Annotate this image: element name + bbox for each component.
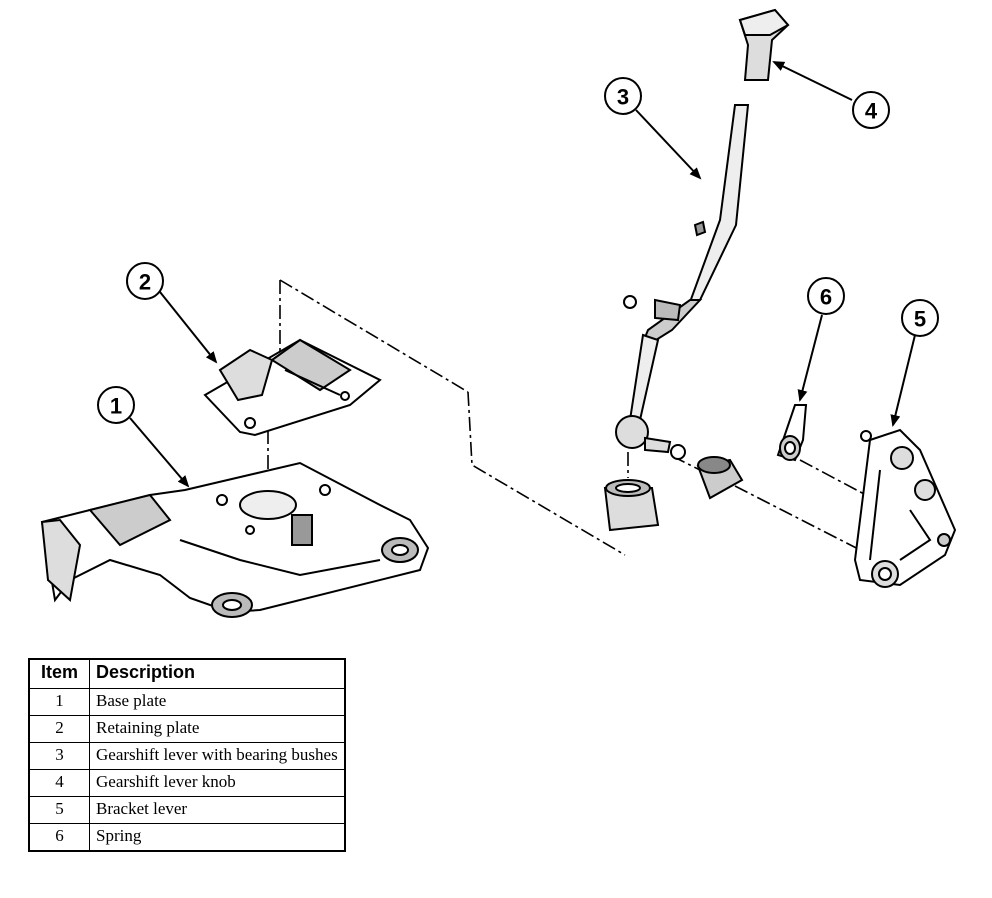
legend-item-description: Gearshift lever knob <box>89 769 346 797</box>
assembly-centerlines <box>267 279 871 556</box>
legend-item-description: Retaining plate <box>89 715 346 743</box>
legend-row: 4 Gearshift lever knob <box>28 769 346 797</box>
spring-part <box>776 404 808 462</box>
legend-row: 3 Gearshift lever with bearing bushes <box>28 742 346 770</box>
callout-circles <box>97 77 939 424</box>
bracket-lever-part <box>853 428 957 588</box>
legend-row: 5 Bracket lever <box>28 796 346 824</box>
callout-circle-2 <box>126 262 164 300</box>
callout-circle-5 <box>901 299 939 337</box>
legend-header-description: Description <box>89 658 346 689</box>
parts-legend-table: Item Description 1 Base plate 2 Retainin… <box>28 658 346 852</box>
legend-item-description: Gearshift lever with bearing bushes <box>89 742 346 770</box>
callout-circle-3 <box>604 77 642 115</box>
legend-item-description: Bracket lever <box>89 796 346 824</box>
base-plate-part <box>40 461 430 618</box>
legend-row: 1 Base plate <box>28 688 346 716</box>
legend-item-description: Spring <box>89 823 346 852</box>
callout-number-2: 2 <box>139 270 151 295</box>
callout-number-6: 6 <box>820 285 832 310</box>
legend-item-number: 1 <box>28 688 90 716</box>
callout-number-4: 4 <box>865 99 878 124</box>
legend-item-number: 3 <box>28 742 90 770</box>
legend-item-number: 4 <box>28 769 90 797</box>
legend-item-number: 5 <box>28 796 90 824</box>
callout-number-1: 1 <box>110 394 122 419</box>
callout-circle-6 <box>807 277 845 315</box>
legend-item-description: Base plate <box>89 688 346 716</box>
callout-leaders <box>129 61 916 488</box>
legend-item-number: 6 <box>28 823 90 852</box>
retaining-plate-part <box>203 338 382 437</box>
callout-circle-1 <box>97 386 135 424</box>
callout-number-5: 5 <box>914 307 926 332</box>
gearshift-knob-part <box>738 8 790 81</box>
callout-circle-4 <box>852 91 890 129</box>
legend-item-number: 2 <box>28 715 90 743</box>
legend-row: 6 Spring <box>28 823 346 852</box>
gearshift-lever-part <box>603 104 750 532</box>
legend-header-item: Item <box>28 658 90 689</box>
legend-header-row: Item Description <box>28 658 346 689</box>
legend-row: 2 Retaining plate <box>28 715 346 743</box>
callout-number-3: 3 <box>617 85 629 110</box>
